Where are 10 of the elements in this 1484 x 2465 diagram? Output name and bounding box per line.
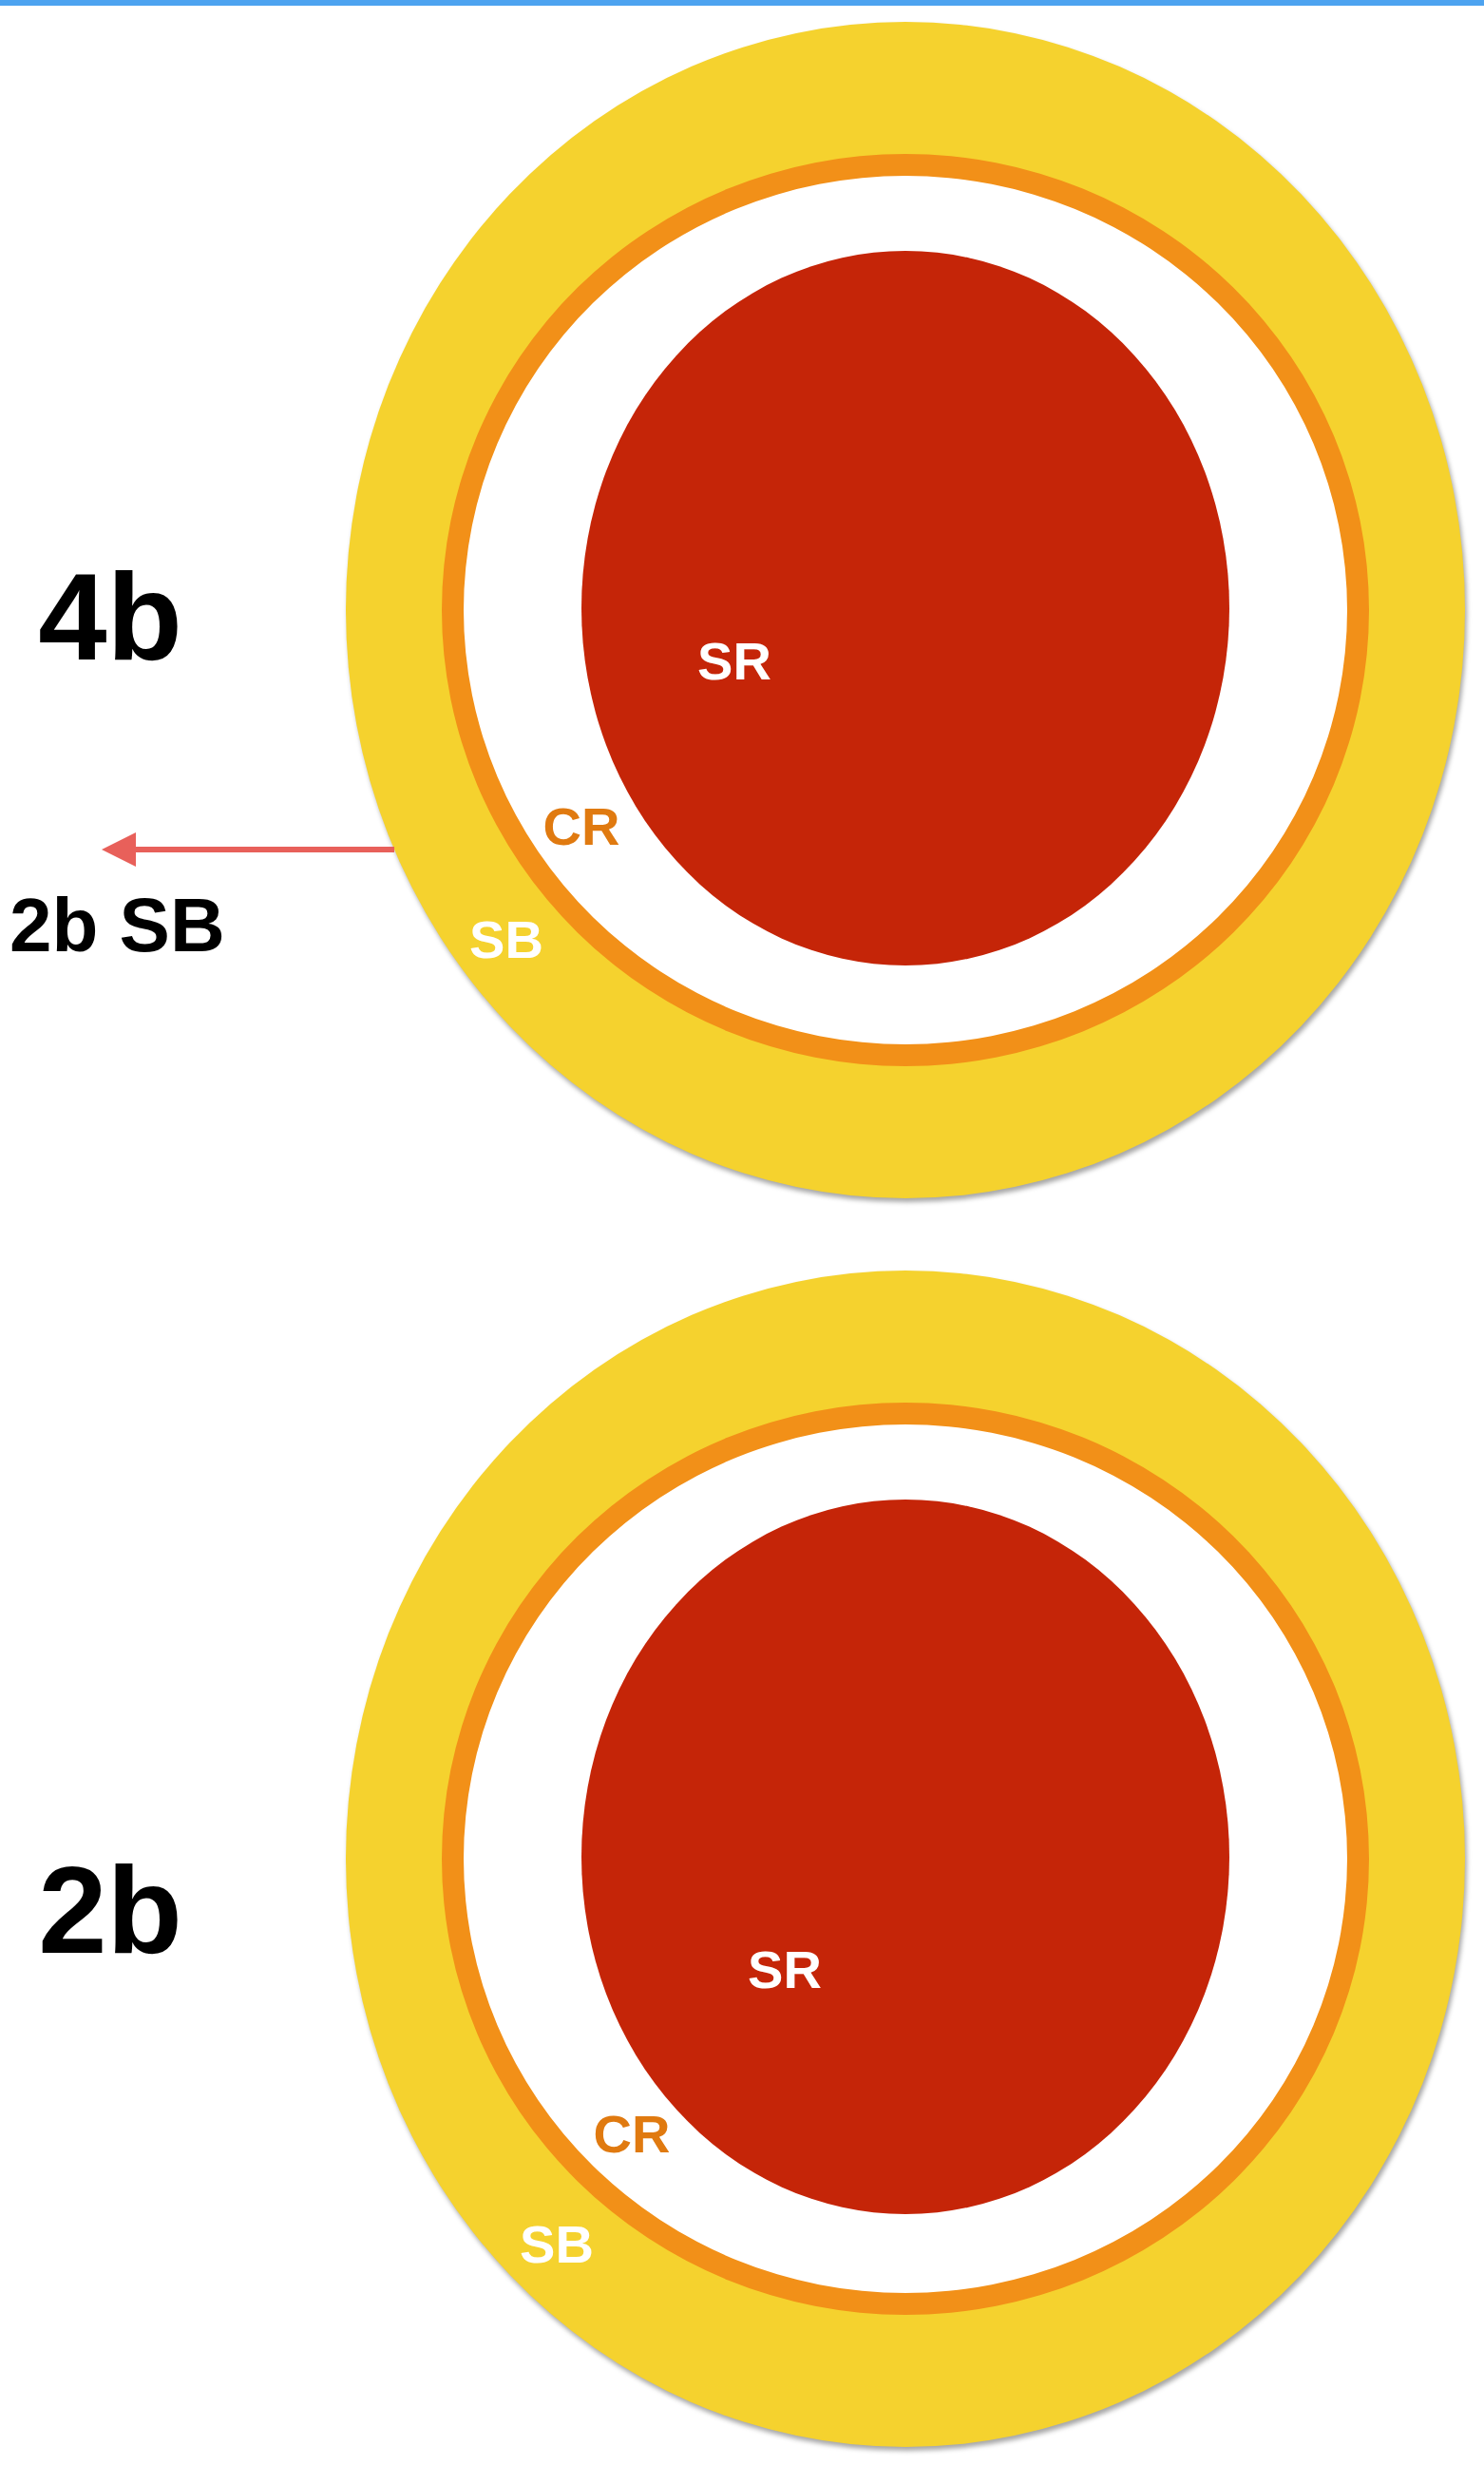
- annotation-text: 2b SB: [10, 882, 226, 969]
- region-label: SR: [748, 1938, 822, 2000]
- arrow: [102, 832, 394, 867]
- panel-label: 2b: [38, 1840, 182, 1981]
- region-label: CR: [593, 2102, 671, 2165]
- panel-label: 4b: [38, 546, 182, 688]
- region-label: SB: [520, 2212, 594, 2275]
- region-label: SR: [697, 629, 771, 692]
- region-label: SB: [469, 908, 543, 970]
- region-label: CR: [542, 794, 620, 857]
